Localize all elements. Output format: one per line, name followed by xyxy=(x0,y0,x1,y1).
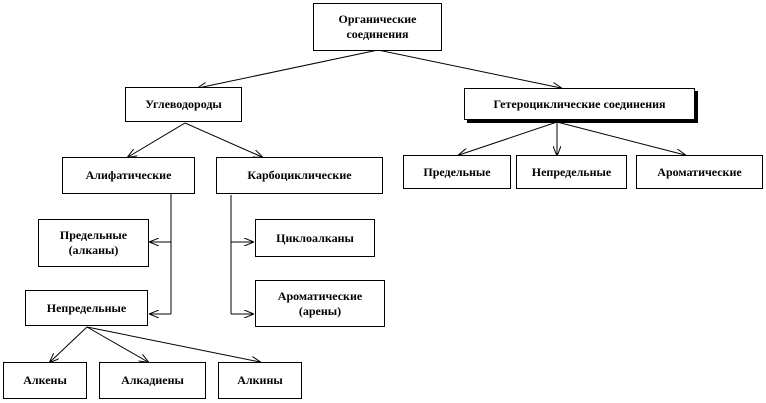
node-hetero-unsaturated: Непредельные xyxy=(516,155,627,189)
node-alkynes: Алкины xyxy=(218,362,302,399)
edge-organic-heterocyclic xyxy=(377,49,561,88)
edge-heterocyclic-saturated xyxy=(459,121,558,155)
edge-unsaturated-alkadienes xyxy=(86,326,148,362)
node-alkadienes: Алкадиены xyxy=(99,362,206,399)
node-alkenes: Алкены xyxy=(3,362,87,399)
edge-unsaturated-alkenes xyxy=(50,326,88,362)
edge-heterocyclic-aromatic xyxy=(556,121,685,155)
node-carbocyclic: Карбоциклические xyxy=(216,157,383,194)
edge-hydrocarbons-carbocyclic xyxy=(184,122,262,157)
node-hetero-saturated: Предельные xyxy=(403,155,511,189)
node-arenes: Ароматические (арены) xyxy=(255,280,385,327)
edge-unsaturated-alkynes xyxy=(86,326,260,362)
node-unsaturated: Непредельные xyxy=(25,290,148,326)
edge-organic-hydrocarbons xyxy=(198,49,379,88)
node-hetero-aromatic: Ароматические xyxy=(636,155,763,189)
node-organic-compounds: Органические соединения xyxy=(313,3,442,51)
edge-hydrocarbons-aliphatic xyxy=(128,122,186,157)
node-aliphatic: Алифатические xyxy=(62,157,195,194)
node-heterocyclic-compounds: Гетероциклические соединения xyxy=(464,88,695,120)
node-alkanes: Предельные (алканы) xyxy=(38,219,149,267)
node-hydrocarbons: Углеводороды xyxy=(125,87,242,122)
node-cycloalkanes: Циклоалканы xyxy=(255,219,375,257)
